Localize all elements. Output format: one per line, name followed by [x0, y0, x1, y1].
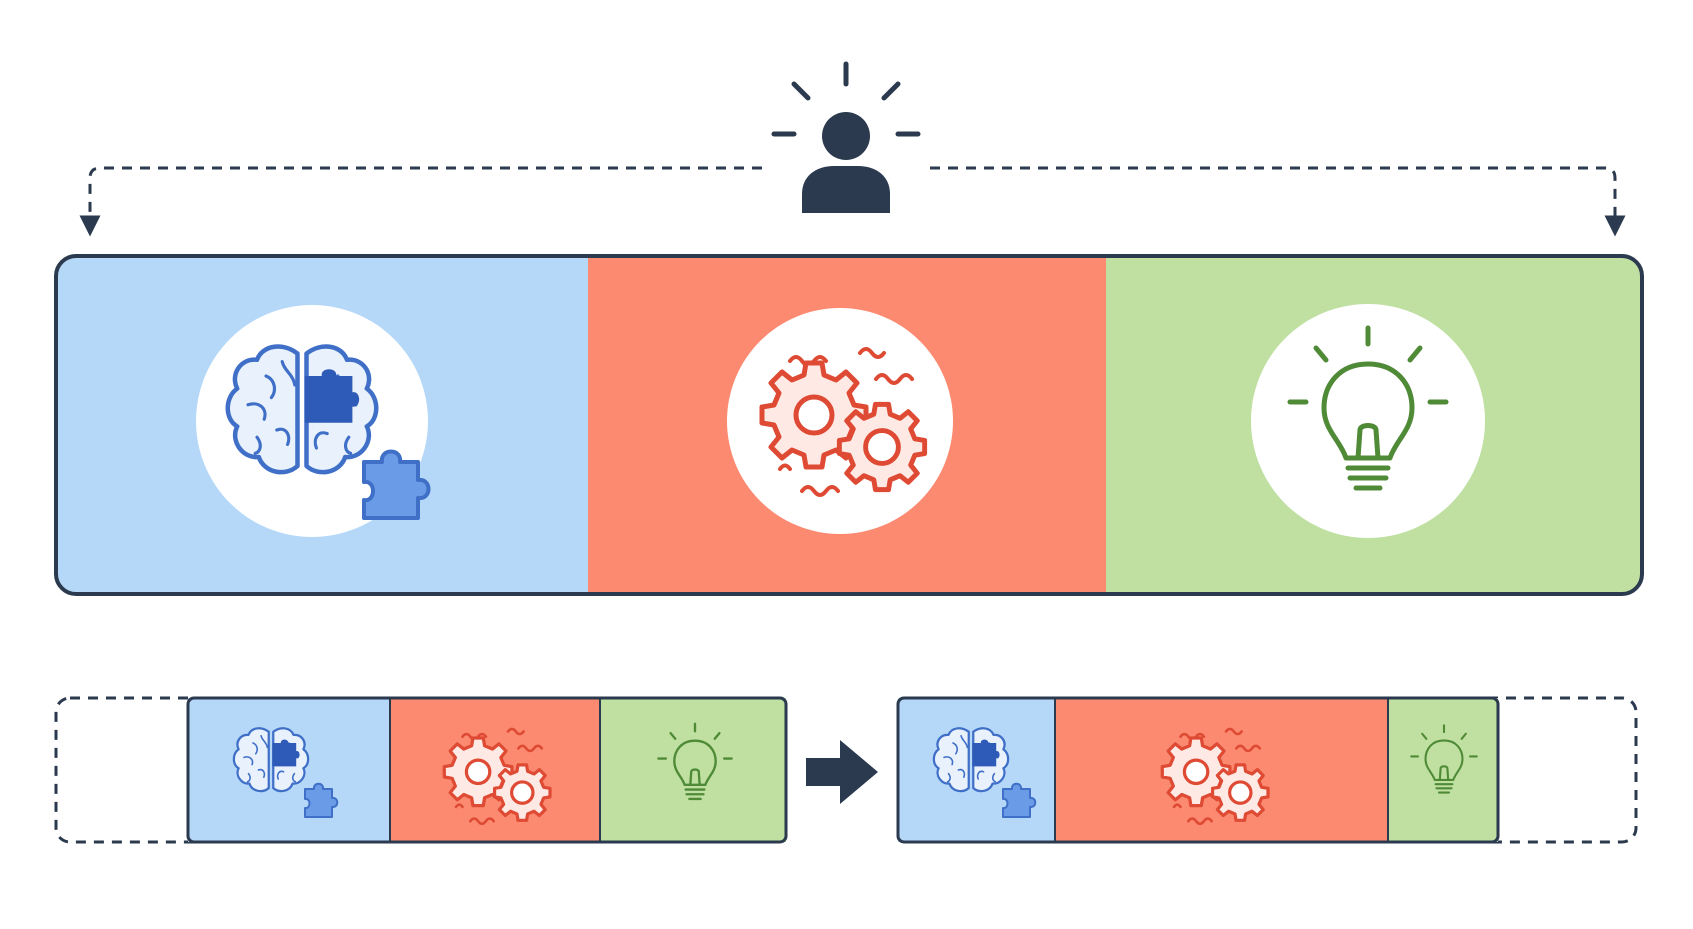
puzzle-piece-icon — [362, 449, 431, 520]
puzzle-piece-icon — [1002, 782, 1037, 818]
right-arrow-icon — [806, 740, 878, 804]
main-bar — [54, 254, 1644, 596]
dashed-arrow-right — [930, 166, 1626, 237]
before-bar — [54, 696, 788, 844]
person-icon — [771, 61, 921, 213]
puzzle-piece-icon — [304, 782, 339, 818]
after-segment-insight — [1388, 698, 1498, 842]
dashed-arrow-left — [79, 166, 762, 237]
after-bar — [896, 696, 1638, 844]
